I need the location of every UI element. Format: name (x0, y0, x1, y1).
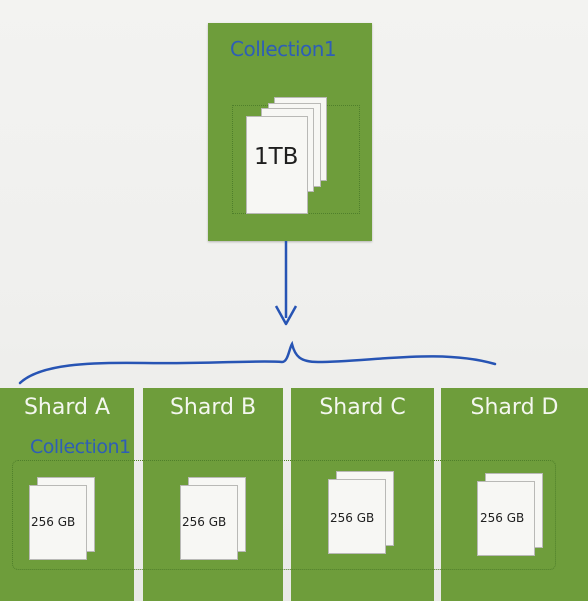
shard-a-size-label: 256 GB (31, 515, 76, 529)
shard-c-size-label: 256 GB (330, 511, 375, 525)
shard-d-size-label: 256 GB (480, 511, 525, 525)
document-page (328, 479, 386, 554)
document-page (29, 485, 87, 560)
source-collection-label: Collection1 (230, 37, 337, 61)
arrow-head (274, 305, 298, 326)
shard-b-title: Shard B (169, 395, 257, 420)
document-page (180, 485, 238, 560)
shard-d-title: Shard D (470, 395, 559, 420)
document-page (477, 481, 535, 556)
shard-a-title: Shard A (23, 395, 111, 420)
distributed-collection-frame (12, 460, 556, 570)
shard-brace (18, 340, 497, 385)
document-page (246, 116, 308, 214)
source-size-label: 1TB (254, 144, 299, 170)
distributed-collection-label: Collection1 (30, 436, 131, 458)
shard-b-size-label: 256 GB (182, 515, 227, 529)
shard-c-title: Shard C (319, 395, 406, 420)
shard-d-box: Shard D (441, 388, 588, 601)
source-collection-box: Collection1 1TB (208, 23, 372, 241)
